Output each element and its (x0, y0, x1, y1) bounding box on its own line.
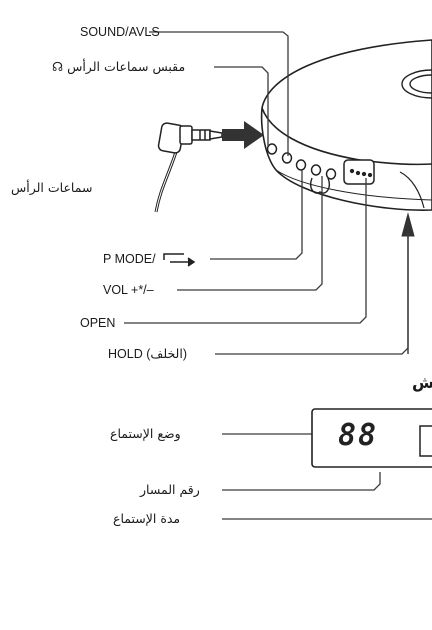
label-open: OPEN (80, 316, 116, 330)
leader-lines (124, 31, 432, 520)
section-heading-fragment: ش (412, 373, 432, 392)
insert-arrow (222, 121, 264, 149)
label-hold: HOLD (الخلف) (108, 347, 187, 361)
cd-player-body (260, 39, 432, 211)
label-headphones: سماعات الرأس (11, 180, 93, 195)
lcd-panel (311, 408, 432, 468)
label-headphone-jack: مقبس سماعات الرأس ☊ (52, 59, 186, 74)
headphone-plug (154, 122, 223, 213)
track-digits-display: 88 (338, 418, 379, 453)
repeat-arrow-icon (163, 253, 196, 267)
lid-window (401, 69, 432, 99)
label-play-mode: وضع الإستماع (110, 426, 181, 441)
label-track-number: رقم المسار (140, 482, 200, 497)
label-sound-avls: SOUND/AVLS (80, 25, 160, 39)
label-vol: VOL +*/– (103, 283, 154, 297)
label-p-mode: P MODE/ (103, 252, 156, 266)
front-buttons (266, 143, 375, 185)
label-play-time: مدة الإستماع (113, 511, 181, 526)
vol-bracket (310, 177, 330, 194)
